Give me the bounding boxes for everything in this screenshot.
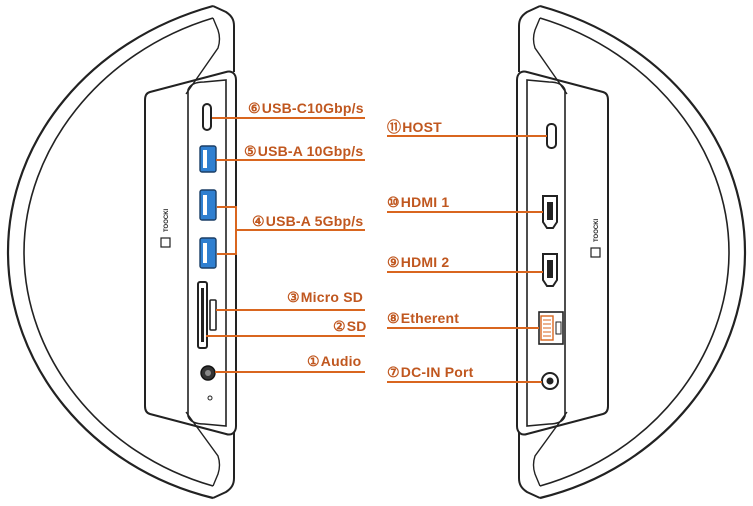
right-brand-text: TOOCKI bbox=[594, 218, 600, 242]
left-device bbox=[6, 4, 237, 500]
ethernet-port bbox=[538, 311, 564, 345]
label-usb-a-10g: ⑤USB-A 10Gbp/s bbox=[244, 143, 363, 159]
host-usb-c-port bbox=[546, 123, 557, 149]
label-usb-a-10g-number: ⑤ bbox=[244, 143, 257, 159]
label-usb-c: ⑥USB-C10Gbp/s bbox=[248, 100, 364, 116]
label-sd: ②SD bbox=[333, 318, 367, 334]
label-host-number: ⑪ bbox=[387, 119, 402, 135]
left-brand-mark: TOOCKI bbox=[160, 208, 171, 248]
right-outer-arc bbox=[539, 4, 747, 500]
label-ethernet-number: ⑧ bbox=[387, 310, 400, 326]
label-usb-a-5g: ④USB-A 5Gbp/s bbox=[252, 213, 363, 229]
right-port-plate bbox=[526, 79, 566, 427]
label-dc-in-number: ⑦ bbox=[387, 364, 400, 380]
hdmi-2-port bbox=[542, 253, 558, 287]
label-hdmi-1-text: HDMI 1 bbox=[400, 194, 450, 210]
left-brand-text: TOOCKI bbox=[164, 208, 170, 232]
label-ethernet-text: Etherent bbox=[400, 310, 460, 326]
label-micro-sd-number: ③ bbox=[287, 289, 300, 305]
right-inner-arc bbox=[539, 17, 730, 487]
label-hdmi-2-number: ⑨ bbox=[387, 254, 400, 270]
label-usb-a-5g-number: ④ bbox=[252, 213, 265, 229]
label-usb-c-text: USB-C10Gbp/s bbox=[261, 100, 364, 116]
left-ports bbox=[197, 103, 217, 401]
right-body bbox=[516, 70, 609, 436]
label-usb-a-5g-text: USB-A 5Gbp/s bbox=[265, 213, 364, 229]
hdmi-1-port bbox=[542, 195, 558, 229]
right-brand-mark: TOOCKI bbox=[590, 218, 601, 258]
left-leaders bbox=[206, 117, 365, 373]
usb-a-5g-port-2 bbox=[199, 237, 217, 269]
left-inner-arc bbox=[23, 17, 214, 487]
label-usb-c-number: ⑥ bbox=[248, 100, 261, 116]
label-dc-in: ⑦DC-IN Port bbox=[387, 364, 474, 380]
label-host: ⑪HOST bbox=[387, 119, 442, 135]
label-audio-text: Audio bbox=[320, 353, 362, 369]
status-led bbox=[207, 395, 213, 401]
left-outer-arc bbox=[6, 4, 214, 500]
right-ports bbox=[538, 123, 564, 390]
sd-slot bbox=[197, 281, 208, 349]
right-device bbox=[516, 4, 747, 500]
label-hdmi-2: ⑨HDMI 2 bbox=[387, 254, 449, 270]
label-ethernet: ⑧Etherent bbox=[387, 310, 459, 326]
left-port-plate bbox=[187, 79, 227, 427]
label-micro-sd: ③Micro SD bbox=[287, 289, 363, 305]
label-sd-number: ② bbox=[333, 318, 346, 334]
label-usb-a-10g-text: USB-A 10Gbp/s bbox=[257, 143, 364, 159]
label-hdmi-1-number: ⑩ bbox=[387, 194, 400, 210]
usb-a-10g-port bbox=[199, 145, 217, 173]
label-micro-sd-text: Micro SD bbox=[300, 289, 364, 305]
label-hdmi-1: ⑩HDMI 1 bbox=[387, 194, 449, 210]
label-audio-number: ① bbox=[307, 353, 320, 369]
right-leaders bbox=[387, 135, 547, 383]
label-sd-text: SD bbox=[346, 318, 367, 334]
label-host-text: HOST bbox=[402, 119, 442, 135]
usb-a-5g-port-1 bbox=[199, 189, 217, 221]
micro-sd-slot bbox=[209, 299, 217, 331]
label-dc-in-text: DC-IN Port bbox=[400, 364, 474, 380]
usb-c-port bbox=[202, 103, 212, 131]
left-body bbox=[144, 70, 237, 436]
label-audio: ①Audio bbox=[307, 353, 361, 369]
label-hdmi-2-text: HDMI 2 bbox=[400, 254, 450, 270]
